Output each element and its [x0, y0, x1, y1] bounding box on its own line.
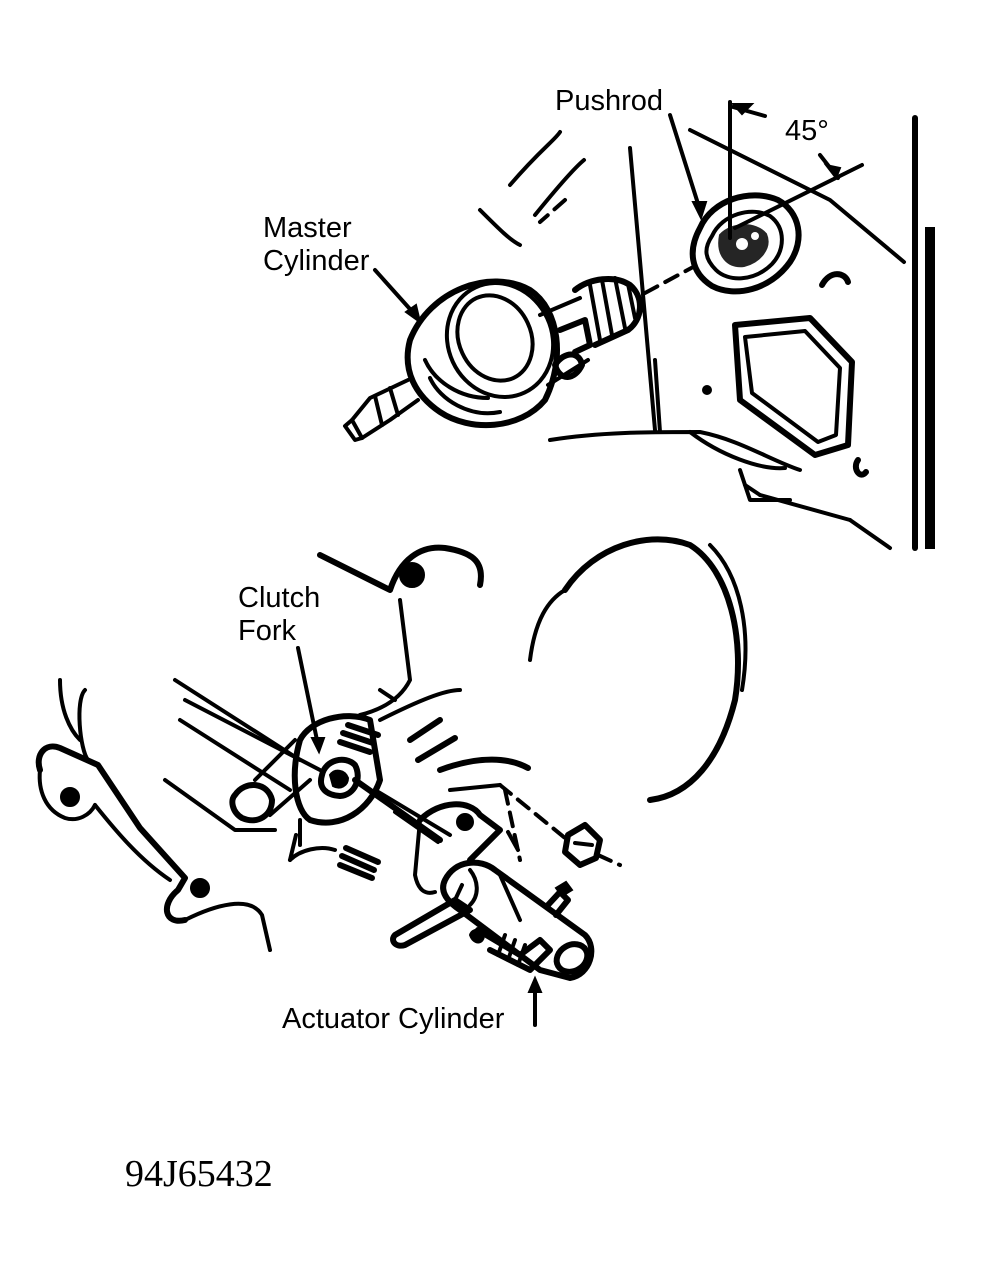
- motion-arc-2: [533, 158, 586, 217]
- clutch-fork-arrowhead: [310, 737, 326, 755]
- panel-edge-line: [628, 146, 657, 432]
- transmission-case: [35, 678, 322, 952]
- pushrod-grommet: [689, 192, 802, 295]
- clutch-fork-label-line1: Clutch: [238, 582, 321, 614]
- pushrod-label: Pushrod: [555, 85, 664, 117]
- clutch-fork-leader: [296, 646, 320, 747]
- master-cylinder: [343, 276, 643, 442]
- pushrod-arrowhead: [691, 201, 708, 221]
- angle-label: 45°: [785, 115, 829, 147]
- actuator-cylinder-label: Actuator Cylinder: [282, 1003, 505, 1035]
- bellhousing: [317, 536, 748, 803]
- figure-code: 94J65432: [125, 1153, 273, 1195]
- master-cylinder-label-line2: Cylinder: [263, 245, 370, 277]
- firewall-panel: [548, 115, 935, 551]
- actuator-arrowhead: [527, 975, 543, 993]
- angle-indicator: [728, 100, 864, 240]
- clutch-fork-label-line2: Fork: [238, 615, 296, 647]
- pushrod-leader: [668, 113, 702, 212]
- motion-lines: [538, 198, 567, 224]
- master-cylinder-arrowhead: [404, 303, 422, 325]
- pushrod-guide-line: [643, 264, 697, 295]
- motion-arc-1: [508, 130, 562, 187]
- master-cylinder-label-line1: Master: [263, 212, 352, 244]
- actuator-cylinder: [352, 777, 622, 981]
- motion-arc-3: [478, 208, 522, 247]
- clutch-fork: [288, 688, 531, 881]
